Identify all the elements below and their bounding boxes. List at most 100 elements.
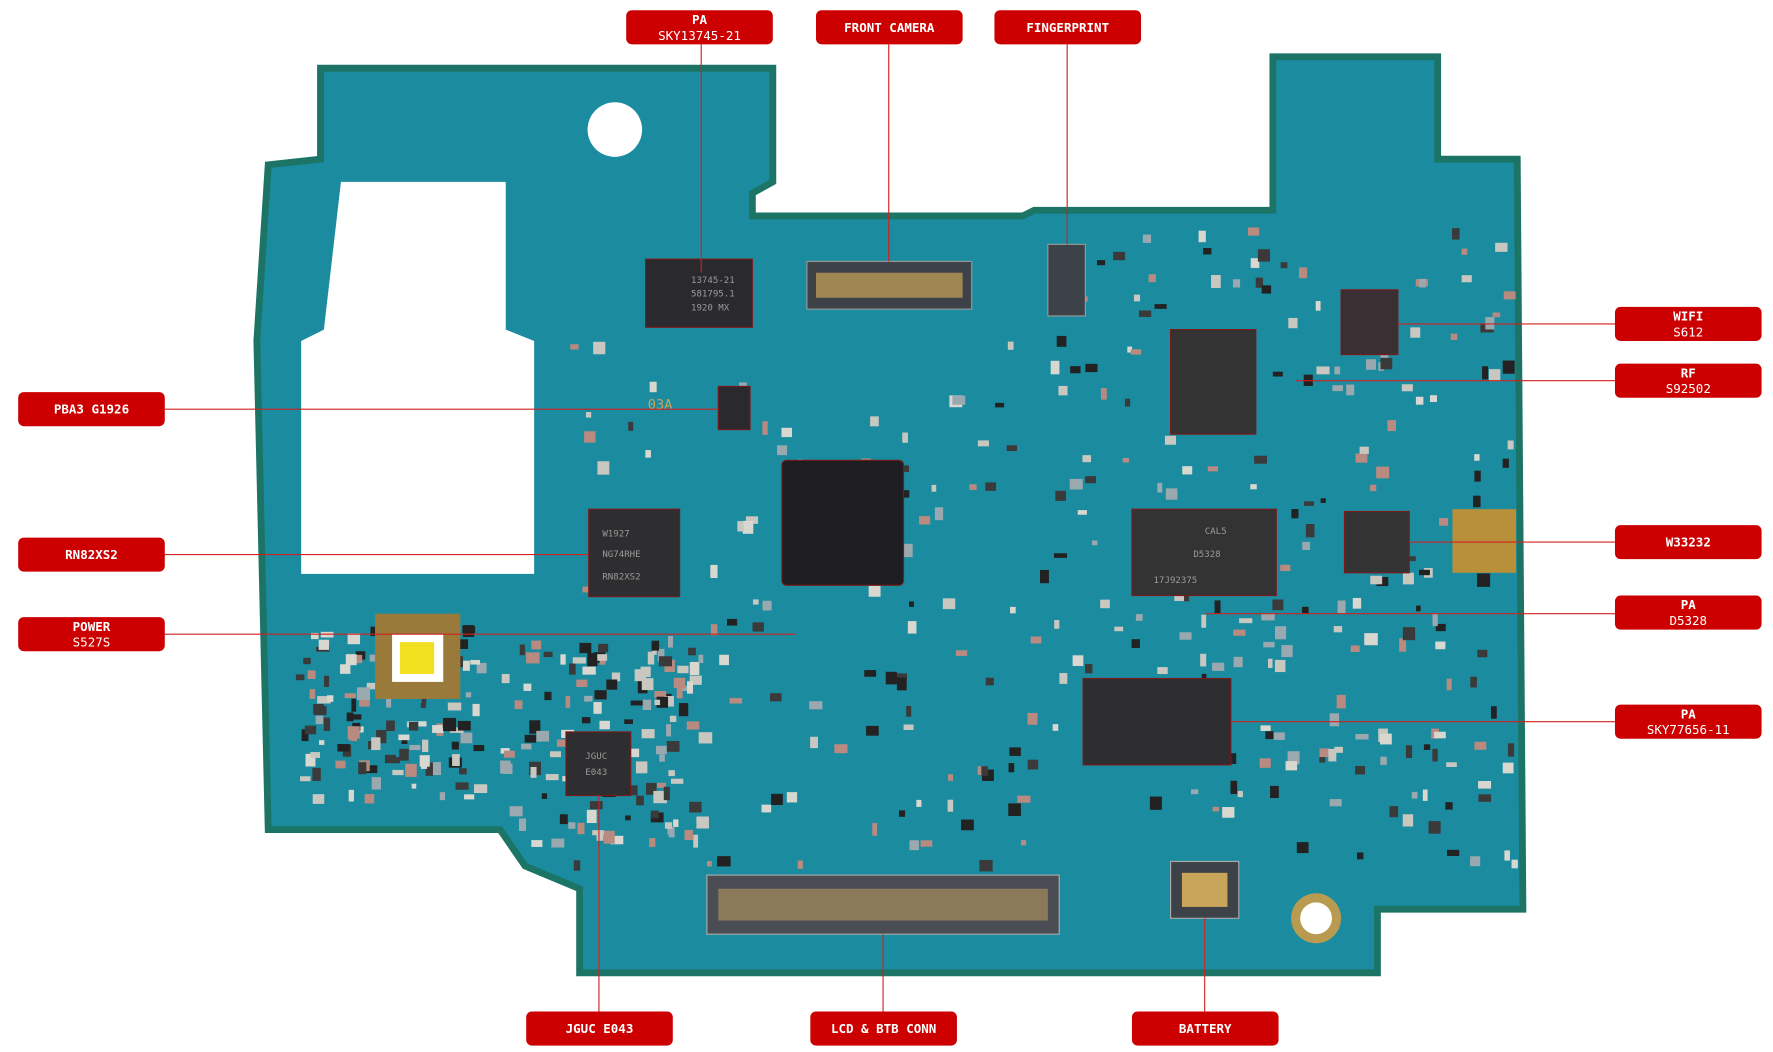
smd-part — [462, 660, 470, 671]
smd-part — [589, 801, 603, 810]
smd-part — [742, 520, 754, 534]
smd-part — [348, 789, 354, 802]
smd-part — [657, 648, 665, 662]
smd-part — [1370, 484, 1377, 492]
smd-part — [1039, 569, 1049, 584]
smd-part — [474, 784, 488, 793]
smd-part — [399, 748, 409, 761]
label-subtitle: D5328 — [1669, 613, 1707, 628]
smd-part — [366, 682, 381, 690]
smd-part — [1355, 765, 1366, 775]
label-title: PBA3 G1926 — [54, 402, 129, 417]
smd-part — [582, 586, 593, 593]
smd-part — [310, 752, 320, 758]
smd-part — [656, 745, 667, 755]
smd-part — [394, 756, 400, 764]
label-box — [1614, 595, 1762, 630]
smd-part — [1122, 457, 1130, 463]
smd-part — [1370, 575, 1383, 585]
smd-part — [340, 664, 351, 674]
smd-part — [1056, 335, 1067, 347]
smd-part — [544, 691, 552, 701]
label-title: W33232 — [1666, 535, 1711, 550]
smd-part — [504, 750, 515, 758]
smd-part — [1274, 659, 1286, 673]
smd-part — [1337, 600, 1346, 614]
smd-part — [1461, 275, 1472, 283]
smd-part — [698, 732, 713, 744]
smd-part — [1017, 795, 1031, 803]
smd-part — [726, 618, 738, 626]
connector-pins — [816, 272, 963, 298]
smd-part — [673, 677, 686, 689]
smd-part — [1280, 564, 1291, 572]
smd-part — [371, 777, 381, 790]
smd-part — [1207, 466, 1218, 472]
label-fingerprint: FINGERPRINT — [994, 10, 1142, 45]
label-box — [526, 1011, 673, 1046]
smd-part — [1332, 385, 1343, 392]
smd-part — [1387, 420, 1396, 432]
smd-part — [1027, 712, 1038, 725]
smd-part — [529, 720, 541, 734]
smd-part — [346, 712, 354, 722]
smd-part — [545, 774, 559, 781]
smd-part — [649, 838, 656, 848]
smd-part — [1320, 498, 1326, 503]
smd-part — [872, 823, 878, 836]
smd-part — [729, 697, 743, 704]
smd-part — [719, 654, 729, 666]
smd-part — [1485, 317, 1495, 330]
label-subtitle: S527S — [73, 635, 111, 650]
smd-part — [449, 727, 464, 733]
smd-part — [519, 818, 527, 832]
smd-part — [885, 671, 897, 685]
smd-part — [1329, 713, 1340, 727]
label-box — [994, 10, 1142, 45]
smd-part — [359, 694, 370, 707]
smd-part — [902, 543, 913, 558]
smd-part — [457, 720, 471, 731]
smd-part — [647, 651, 655, 665]
smd-part — [1423, 744, 1431, 750]
smd-part — [577, 822, 585, 835]
smd-part — [1184, 593, 1190, 602]
label-subtitle: S612 — [1673, 324, 1703, 339]
smd-part — [594, 690, 607, 700]
smd-part — [1402, 814, 1414, 827]
smd-part — [1270, 785, 1279, 799]
smd-part — [680, 685, 690, 691]
smd-part — [686, 721, 700, 730]
smd-part — [573, 860, 581, 871]
label-title: POWER — [73, 619, 111, 634]
smd-part — [587, 653, 598, 667]
smd-part — [1291, 508, 1299, 519]
smd-part — [559, 814, 568, 825]
smd-part — [1259, 758, 1271, 768]
smd-part — [1399, 638, 1407, 652]
smd-part — [934, 507, 944, 521]
smd-part — [870, 416, 879, 427]
smd-part — [656, 696, 669, 708]
smd-part — [762, 600, 772, 611]
smd-part — [1050, 360, 1060, 375]
smd-part — [654, 691, 667, 699]
smd-part — [1405, 745, 1413, 759]
smd-part — [809, 701, 823, 710]
smd-part — [1182, 466, 1193, 475]
smd-part — [1329, 799, 1342, 807]
smd-part — [576, 679, 588, 688]
smd-part — [1054, 553, 1067, 558]
smd-part — [1507, 440, 1514, 450]
smd-part — [1281, 645, 1293, 658]
smd-part — [1135, 614, 1143, 621]
smd-part — [421, 696, 427, 705]
label-subtitle: S92502 — [1666, 381, 1711, 396]
smd-part — [370, 626, 376, 637]
smd-part — [1477, 649, 1488, 658]
smd-part — [1114, 626, 1124, 632]
smd-part — [948, 774, 954, 781]
smd-part — [584, 695, 593, 702]
smd-part — [1179, 632, 1192, 640]
